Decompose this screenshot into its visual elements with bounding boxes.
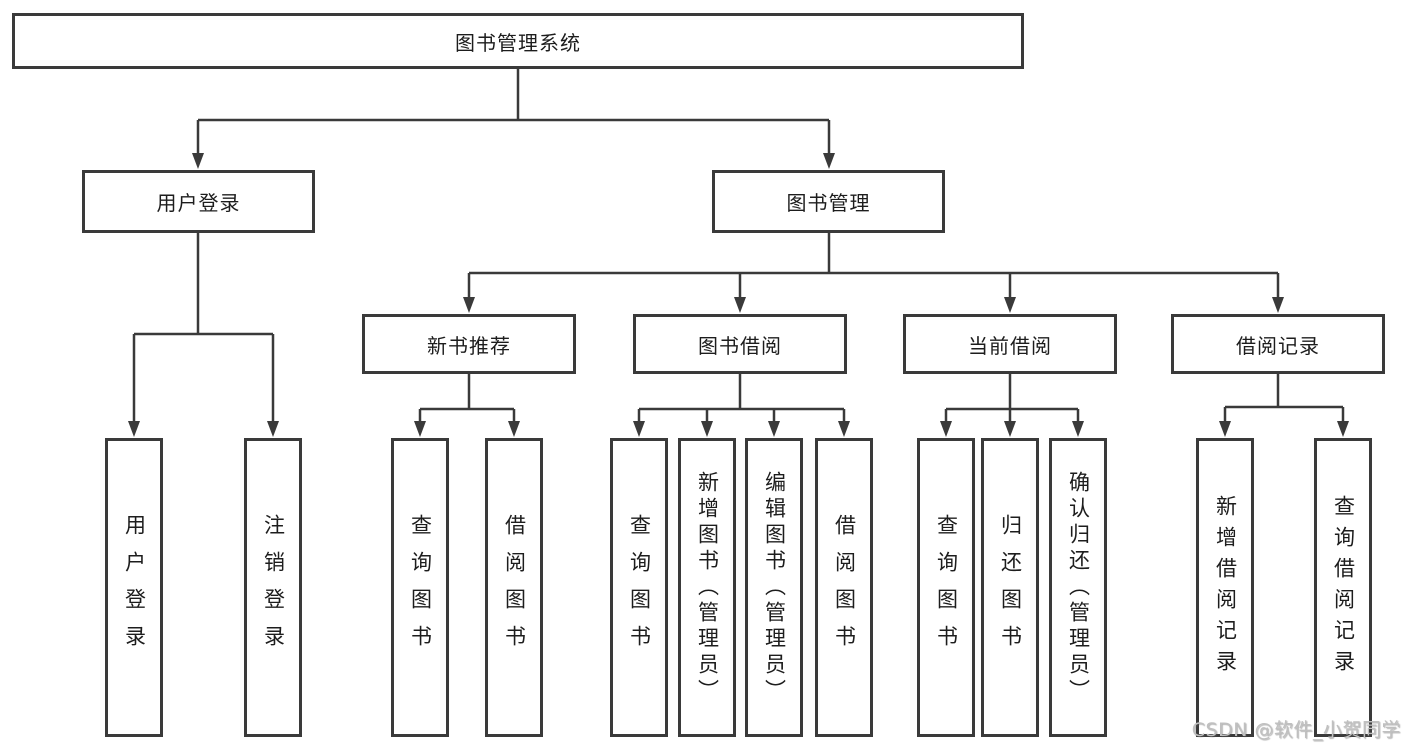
- leaf-return-books-label: 归还图书: [998, 513, 1023, 662]
- connector-current-borrowing-branch: [944, 374, 1080, 423]
- csdn-watermark: CSDN @软件_小贺同学: [1191, 719, 1401, 741]
- leaf-query-borrow-record: 查询借阅记录: [1314, 438, 1372, 737]
- leaf-borrow-books-recommend: 借阅图书: [485, 438, 543, 737]
- node-book-management: 图书管理: [712, 170, 945, 233]
- connector-new-book-branch: [418, 374, 516, 423]
- leaf-confirm-return-admin: 确认归还（管理员）: [1049, 438, 1107, 737]
- leaf-user-login-label: 用户登录: [122, 513, 147, 662]
- leaf-edit-books-admin: 编辑图书（管理员）: [745, 438, 803, 737]
- leaf-user-login: 用户登录: [105, 438, 163, 737]
- leaf-borrow-books-label: 借阅图书: [832, 513, 857, 662]
- leaf-logout-label: 注销登录: [261, 513, 286, 662]
- node-root-label: 图书管理系统: [455, 30, 581, 55]
- leaf-add-books-admin: 新增图书（管理员）: [678, 438, 736, 737]
- leaf-add-borrow-record-label: 新增借阅记录: [1213, 494, 1238, 681]
- leaf-query-books-current: 查询图书: [917, 438, 975, 737]
- leaf-borrow-books-recommend-label: 借阅图书: [502, 513, 527, 662]
- node-user-login: 用户登录: [82, 170, 315, 233]
- leaf-query-books-borrowing: 查询图书: [610, 438, 668, 737]
- node-current-borrowing: 当前借阅: [903, 314, 1117, 374]
- node-current-borrowing-label: 当前借阅: [968, 333, 1052, 358]
- node-borrowing-records-label: 借阅记录: [1236, 333, 1320, 358]
- leaf-add-borrow-record: 新增借阅记录: [1196, 438, 1254, 737]
- node-root: 图书管理系统: [12, 13, 1024, 69]
- leaf-query-books-borrowing-label: 查询图书: [627, 513, 652, 662]
- leaf-confirm-return-admin-label: 确认归还（管理员）: [1066, 470, 1091, 705]
- leaf-add-books-admin-label: 新增图书（管理员）: [695, 470, 720, 705]
- node-borrowing-records: 借阅记录: [1171, 314, 1385, 374]
- connector-book-mgmt-branch: [467, 233, 1280, 299]
- node-new-book-recommendation-label: 新书推荐: [427, 333, 511, 358]
- leaf-return-books: 归还图书: [981, 438, 1039, 737]
- connector-user-login-branch: [132, 233, 275, 423]
- node-book-borrowing-label: 图书借阅: [698, 333, 782, 358]
- leaf-query-books-recommend: 查询图书: [391, 438, 449, 737]
- leaf-query-books-recommend-label: 查询图书: [408, 513, 433, 662]
- leaf-query-borrow-record-label: 查询借阅记录: [1331, 494, 1356, 681]
- connector-borrowing-records-branch: [1223, 374, 1345, 423]
- node-user-login-label: 用户登录: [156, 191, 241, 215]
- leaf-borrow-books: 借阅图书: [815, 438, 873, 737]
- node-book-management-label: 图书管理: [786, 191, 871, 215]
- connector-book-borrowing-branch: [637, 374, 846, 423]
- connector-root-branch: [196, 69, 831, 155]
- leaf-logout: 注销登录: [244, 438, 302, 737]
- leaf-query-books-current-label: 查询图书: [934, 513, 959, 662]
- node-new-book-recommendation: 新书推荐: [362, 314, 576, 374]
- node-book-borrowing: 图书借阅: [633, 314, 847, 374]
- arrowheads: [128, 153, 1349, 437]
- leaf-edit-books-admin-label: 编辑图书（管理员）: [762, 470, 787, 705]
